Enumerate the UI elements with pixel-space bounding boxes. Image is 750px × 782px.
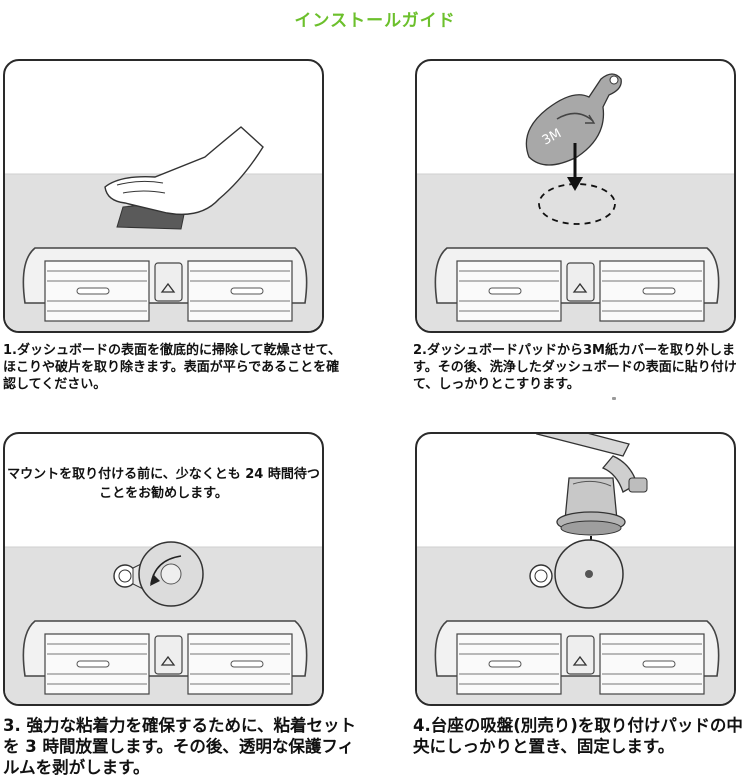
wiping-hand-icon bbox=[104, 126, 264, 230]
step-3-caption: 3. 強力な粘着力を確保するために、粘着セットを 3 時間放置します。その後、透… bbox=[3, 716, 356, 778]
air-vent bbox=[22, 247, 308, 322]
placement-target-outline bbox=[538, 183, 616, 225]
air-vent bbox=[434, 620, 720, 695]
air-vent bbox=[434, 247, 720, 322]
step-4-caption: 4.台座の吸盤(別売り)を取り付けパッドの中央にしっかりと置き、固定します。 bbox=[413, 716, 743, 757]
step-4-illustration bbox=[415, 432, 736, 706]
protective-film-icon bbox=[113, 541, 204, 607]
step-1-illustration bbox=[3, 59, 324, 333]
page-title: インストールガイド bbox=[294, 11, 456, 31]
stray-mark bbox=[612, 397, 616, 400]
suction-mount-icon bbox=[529, 434, 648, 609]
air-vent bbox=[22, 620, 308, 695]
step-2-caption: 2.ダッシュボードパッドから3M紙カバーを取り外します。その後、洗浄したダッシュ… bbox=[413, 343, 737, 392]
step-3-illustration: マウントを取り付ける前に、少なくとも 24 時間待つことをお勧めします。 bbox=[3, 432, 324, 706]
step-1-caption: 1.ダッシュボードの表面を徹底的に掃除して乾燥させて、ほこりや破片を取り除きます… bbox=[3, 343, 341, 392]
step-3-note: マウントを取り付ける前に、少なくとも 24 時間待つことをお勧めします。 bbox=[7, 467, 320, 501]
adhesive-pad-icon: 3M bbox=[525, 73, 622, 166]
step-2-illustration: 3M bbox=[415, 59, 736, 333]
